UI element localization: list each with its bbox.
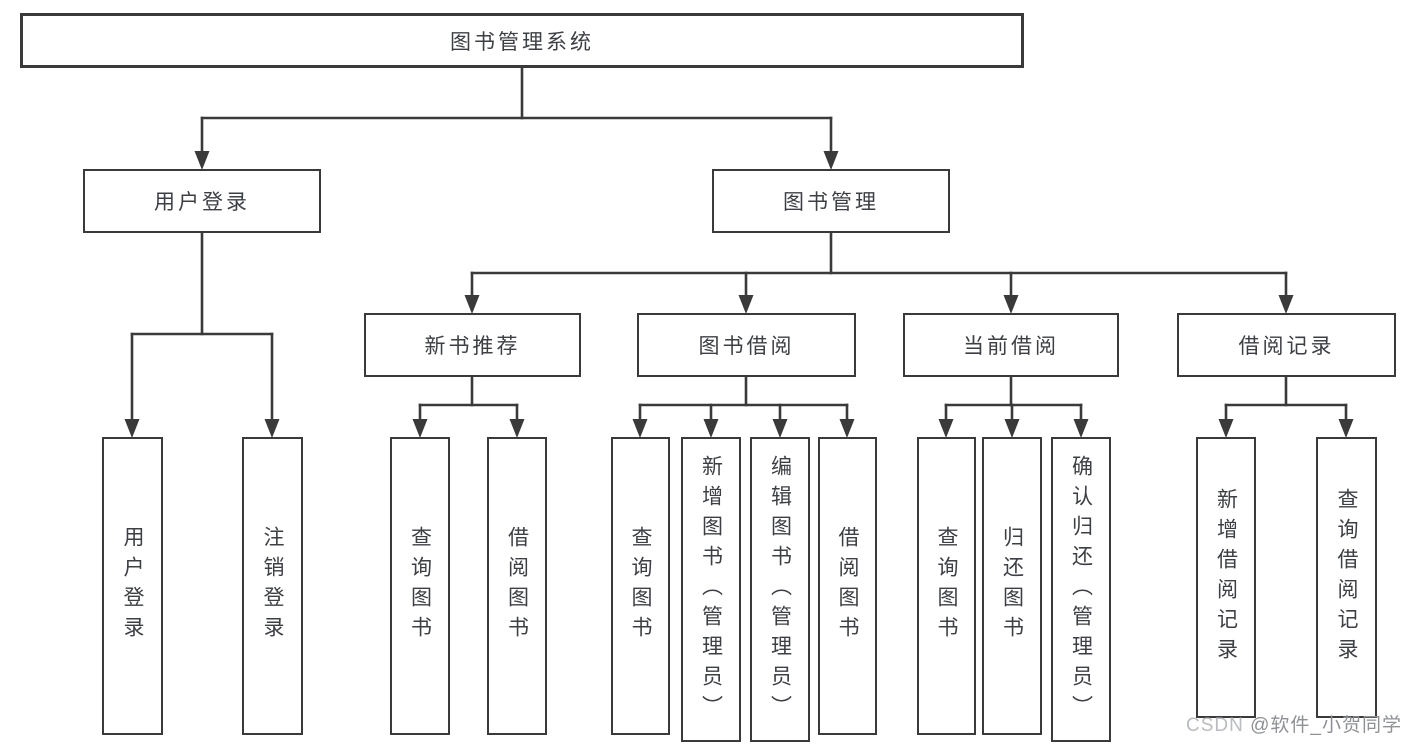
- node-new-book-recommend: 新书推荐: [364, 313, 581, 377]
- node-current-borrow-label: 当前借阅: [963, 335, 1059, 358]
- node-user-login: 用户登录: [83, 169, 321, 233]
- node-edit-book-admin: 编辑图书（管理员）: [750, 437, 810, 742]
- watermark-handle: @软件_小贺同学: [1250, 715, 1402, 736]
- node-query-books-borrow-label: 查询图书: [629, 526, 653, 646]
- node-user-login-label: 用户登录: [154, 191, 250, 214]
- node-book-management: 图书管理: [712, 169, 950, 233]
- node-query-books-recommend-label: 查询图书: [408, 526, 432, 646]
- node-return-book: 归还图书: [982, 437, 1042, 735]
- node-user-login-action-label: 用户登录: [121, 526, 145, 646]
- node-add-borrow-record-label: 新增借阅记录: [1214, 487, 1238, 668]
- watermark: CSDN @软件_小贺同学: [1186, 710, 1402, 737]
- node-book-borrow: 图书借阅: [637, 313, 856, 377]
- node-confirm-return-admin-label: 确认归还（管理员）: [1069, 454, 1093, 725]
- node-current-borrow: 当前借阅: [903, 313, 1119, 377]
- node-logout: 注销登录: [242, 437, 303, 735]
- node-query-books-recommend: 查询图书: [390, 437, 450, 735]
- node-user-login-action: 用户登录: [102, 437, 163, 735]
- node-confirm-return-admin: 确认归还（管理员）: [1051, 437, 1111, 742]
- node-book-management-label: 图书管理: [783, 191, 879, 214]
- node-logout-label: 注销登录: [261, 526, 285, 646]
- node-return-book-label: 归还图书: [1000, 526, 1024, 646]
- watermark-brand: CSDN: [1186, 715, 1251, 736]
- node-borrow-book-recommend-label: 借阅图书: [505, 526, 529, 646]
- node-borrow-book-label: 借阅图书: [836, 526, 860, 646]
- node-edit-book-admin-label: 编辑图书（管理员）: [768, 454, 792, 725]
- node-query-books-current-label: 查询图书: [935, 526, 959, 646]
- node-library-system-label: 图书管理系统: [450, 30, 594, 54]
- node-add-book-admin-label: 新增图书（管理员）: [699, 454, 723, 725]
- node-book-borrow-label: 图书借阅: [698, 335, 795, 358]
- node-add-borrow-record: 新增借阅记录: [1196, 437, 1256, 718]
- node-borrow-book: 借阅图书: [818, 437, 877, 735]
- node-query-books-current: 查询图书: [917, 437, 976, 735]
- node-borrow-book-recommend: 借阅图书: [487, 437, 547, 735]
- node-borrow-records-label: 借阅记录: [1238, 335, 1335, 358]
- node-add-book-admin: 新增图书（管理员）: [681, 437, 741, 742]
- node-query-borrow-record: 查询借阅记录: [1316, 437, 1377, 718]
- node-new-book-recommend-label: 新书推荐: [424, 335, 521, 358]
- node-query-books-borrow: 查询图书: [611, 437, 670, 735]
- node-library-system: 图书管理系统: [20, 13, 1024, 68]
- node-borrow-records: 借阅记录: [1177, 313, 1396, 377]
- node-query-borrow-record-label: 查询借阅记录: [1335, 487, 1359, 668]
